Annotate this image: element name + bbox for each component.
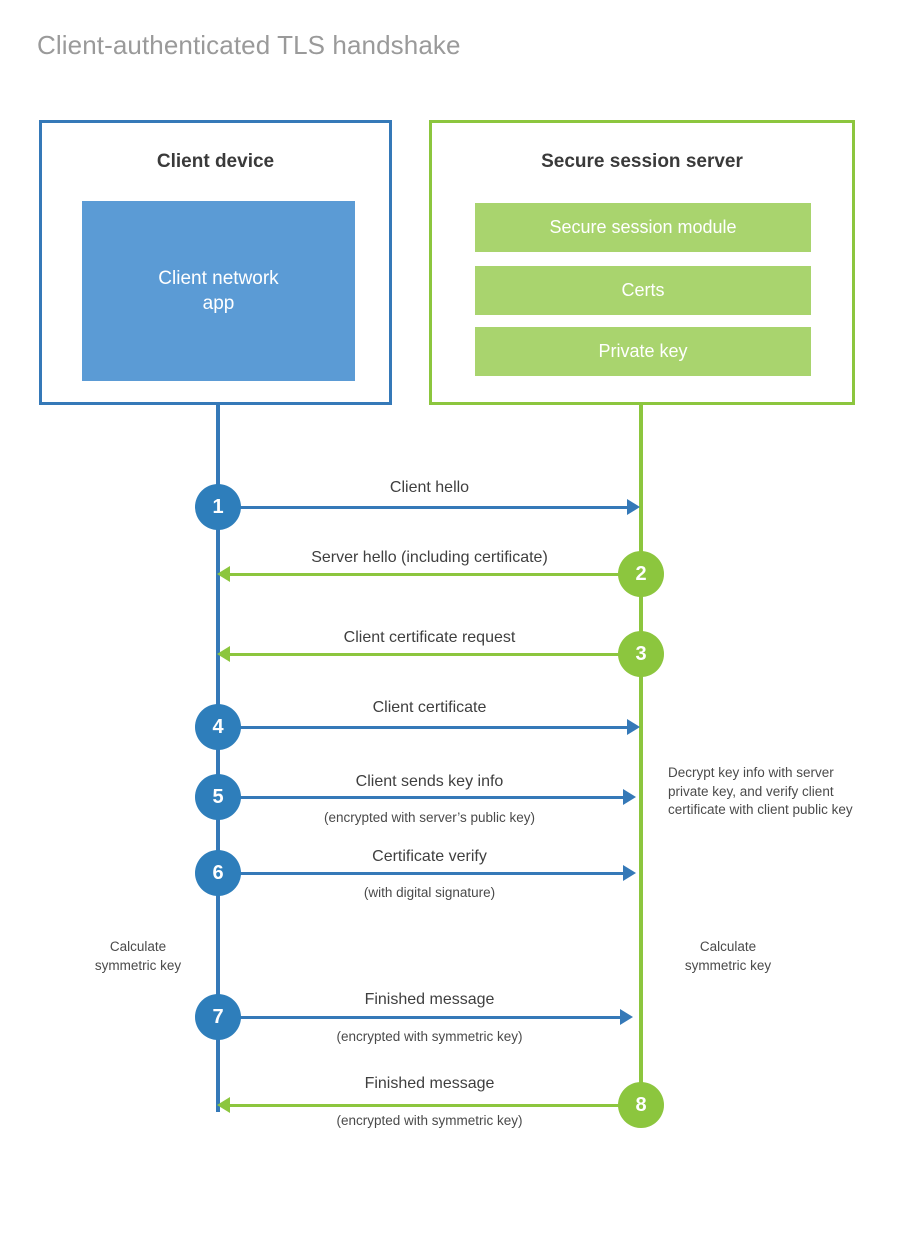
server-component-private-key: Private key: [475, 327, 811, 376]
message-1-arrowhead-right-icon: [627, 499, 640, 515]
message-1-label: Client hello: [389, 479, 470, 496]
message-2-line: [230, 573, 641, 576]
message-8-arrowhead-left-icon: [217, 1097, 230, 1113]
step-number-3: 3: [618, 631, 664, 677]
secure-session-server-box: Secure session server Secure session mod…: [429, 120, 855, 405]
message-2-label: Server hello (including certificate): [311, 549, 548, 566]
step-number-8: 8: [618, 1082, 664, 1128]
message-7-line: [218, 1016, 621, 1019]
client-calculate-symmetric-key-note: Calculate symmetric key: [94, 939, 182, 973]
message-6-label: Certificate verify: [372, 848, 487, 865]
message-8-label: Finished message: [364, 1075, 495, 1092]
server-lifeline: [639, 405, 643, 1105]
server-component-secure-session-module: Secure session module: [475, 203, 811, 252]
message-3-arrowhead-left-icon: [217, 646, 230, 662]
step-number-7: 7: [195, 994, 241, 1040]
client-device-box: Client device Client network app: [39, 120, 392, 405]
server-component-certs: Certs: [475, 266, 811, 315]
server-calculate-symmetric-key-note: Calculate symmetric key: [684, 939, 772, 973]
message-4-line: [218, 726, 628, 729]
message-6-arrowhead-right-icon: [623, 865, 636, 881]
page-title: Client-authenticated TLS handshake: [37, 30, 461, 60]
message-6-line: [218, 872, 624, 875]
message-5-arrowhead-right-icon: [623, 789, 636, 805]
message-1-line: [218, 506, 628, 509]
step-number-2: 2: [618, 551, 664, 597]
message-2-arrowhead-left-icon: [217, 566, 230, 582]
message-8-line: [230, 1104, 641, 1107]
message-3-line: [230, 653, 641, 656]
step-number-1: 1: [195, 484, 241, 530]
server-decrypt-note: Decrypt key info with server private key…: [668, 765, 853, 818]
message-6-sublabel: (with digital signature): [363, 885, 496, 900]
step-number-4: 4: [195, 704, 241, 750]
message-5-sublabel: (encrypted with server’s public key): [323, 810, 536, 825]
client-app-label-line2: app: [202, 293, 235, 314]
message-5-label: Client sends key info: [355, 773, 504, 790]
secure-session-server-title: Secure session server: [541, 151, 743, 172]
client-app-label-line1: Client network: [158, 267, 279, 289]
message-8-sublabel: (encrypted with symmetric key): [336, 1113, 523, 1128]
message-3-label: Client certificate request: [343, 629, 516, 646]
message-7-label: Finished message: [364, 991, 495, 1008]
client-network-app-block: Client network app: [82, 201, 355, 381]
client-device-title: Client device: [156, 151, 275, 172]
message-7-sublabel: (encrypted with symmetric key): [336, 1029, 523, 1044]
client-lifeline: [216, 405, 220, 1112]
message-5-line: [218, 796, 624, 799]
step-number-6: 6: [195, 850, 241, 896]
message-4-label: Client certificate: [372, 699, 487, 716]
message-4-arrowhead-right-icon: [627, 719, 640, 735]
client-network-app-label: Client network app: [158, 266, 278, 316]
step-number-5: 5: [195, 774, 241, 820]
message-7-arrowhead-right-icon: [620, 1009, 633, 1025]
